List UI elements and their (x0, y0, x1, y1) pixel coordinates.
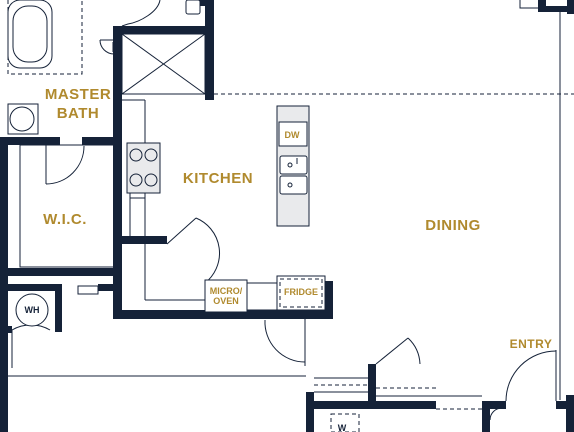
room-label-entry: ENTRY (510, 337, 553, 351)
room-label-dining: DINING (425, 217, 481, 234)
room-label-master-bath-1: MASTER (45, 86, 111, 103)
bath-sink (9, 106, 35, 132)
micro-oven (204, 279, 248, 313)
room-label-wic: W.I.C. (43, 211, 87, 228)
appliance-label-dw: DW (285, 130, 300, 140)
room-label-master-bath-2: BATH (57, 105, 100, 122)
fixtures (7, 0, 360, 432)
water-heater (15, 293, 49, 327)
appliance-label-fridge: FRIDGE (284, 287, 318, 297)
room-label-kitchen: KITCHEN (183, 170, 253, 187)
toilet (121, 0, 161, 27)
door-swings (11, 39, 557, 421)
appliance-label-wh: WH (25, 305, 40, 315)
fridge (276, 275, 326, 311)
appliance-label-w: W (338, 423, 347, 432)
appliance-label-micro-1: MICRO/ (210, 286, 243, 296)
appliance-label-micro-2: OVEN (213, 296, 239, 306)
island-sink (279, 155, 308, 175)
